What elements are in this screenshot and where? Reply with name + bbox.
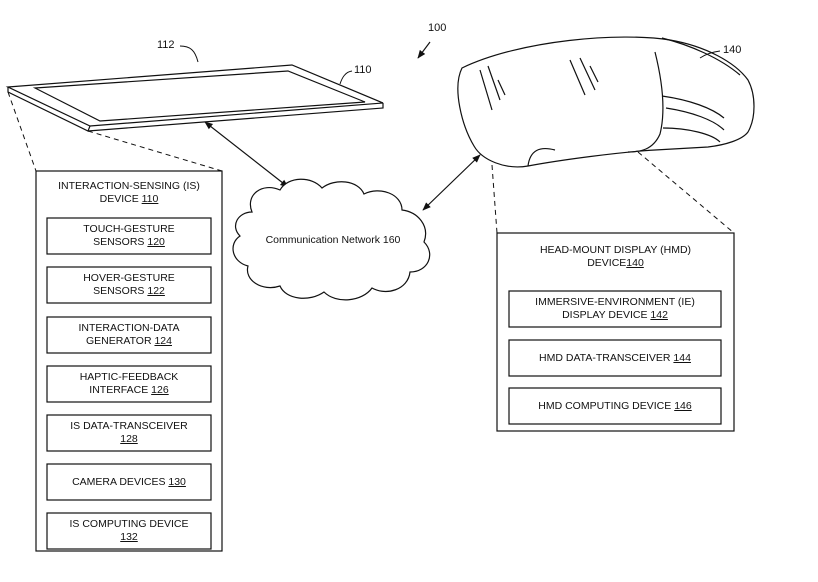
- network-hmd-arrow: [423, 155, 480, 210]
- hmd-drawing: [458, 37, 754, 167]
- hmd-component-146: HMD COMPUTING DEVICE 146: [509, 400, 721, 413]
- hmd-ref-label: 140: [723, 44, 741, 56]
- tablet-ref-label: 110: [354, 64, 372, 76]
- is-component-120: TOUCH-GESTURE SENSORS 120: [47, 223, 211, 249]
- hmd-device-title: HEAD-MOUNT DISPLAY (HMD) DEVICE140: [497, 244, 734, 270]
- hmd-component-142: IMMERSIVE-ENVIRONMENT (IE) DISPLAY DEVIC…: [509, 296, 721, 322]
- is-component-132: IS COMPUTING DEVICE 132: [47, 518, 211, 544]
- is-component-122: HOVER-GESTURE SENSORS 122: [47, 272, 211, 298]
- is-component-128: IS DATA-TRANSCEIVER 128: [47, 420, 211, 446]
- tablet-network-arrow: [205, 122, 288, 187]
- is-device-title: INTERACTION-SENSING (IS) DEVICE 110: [36, 180, 222, 206]
- is-component-126: HAPTIC-FEEDBACK INTERFACE 126: [47, 371, 211, 397]
- network-label: Communication Network 160: [248, 234, 418, 247]
- tablet-drawing: [8, 65, 383, 131]
- hmd-component-144: HMD DATA-TRANSCEIVER 144: [509, 352, 721, 365]
- figure-arrow: [418, 42, 430, 58]
- figure-ref-label: 100: [428, 22, 446, 34]
- screen-ref-label: 112: [157, 39, 175, 51]
- is-component-124: INTERACTION-DATA GENERATOR 124: [47, 322, 211, 348]
- is-component-130: CAMERA DEVICES 130: [47, 476, 211, 489]
